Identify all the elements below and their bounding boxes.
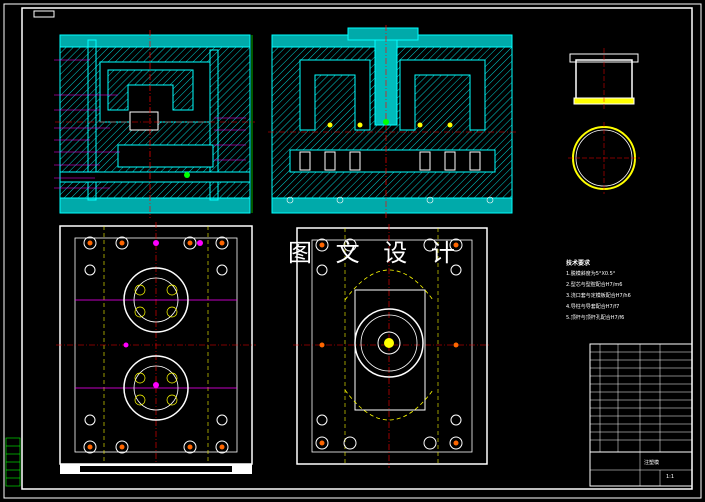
technical-note-item: 2.型芯与型腔配合H7/m6 xyxy=(566,282,623,288)
drawing-scale: 1:1 xyxy=(666,474,675,480)
technical-note-item: 4.导柱与导套配合H7/f7 xyxy=(566,304,620,310)
title-block: 注塑模 1:1 xyxy=(590,344,692,486)
margin-strip xyxy=(5,437,21,487)
right-plan-view xyxy=(293,224,491,468)
technical-note-item: 5.顶杆与顶杆孔配合H7/f6 xyxy=(566,315,625,321)
top-corner-mark xyxy=(33,10,55,18)
left-section-view xyxy=(54,30,255,218)
part-front-view xyxy=(569,48,639,110)
technical-note-item: 3.浇口套与定模板配合H7/h6 xyxy=(566,293,631,299)
inner-frame xyxy=(21,7,693,490)
technical-note-item: 1.脱模斜度为5°X0.5° xyxy=(566,271,616,277)
drawing-name: 注塑模 xyxy=(644,460,660,466)
part-top-view xyxy=(568,122,640,194)
watermark-text: 图 文 设 计 xyxy=(288,239,463,267)
technical-notes: 技术要求 1.脱模斜度为5°X0.5° 2.型芯与型腔配合H7/m6 3.浇口套… xyxy=(566,258,690,324)
center-section-view xyxy=(268,25,516,218)
technical-notes-title: 技术要求 xyxy=(566,260,591,267)
outer-frame xyxy=(3,3,702,499)
title-block-grid xyxy=(589,343,693,487)
left-plan-view xyxy=(56,222,256,474)
